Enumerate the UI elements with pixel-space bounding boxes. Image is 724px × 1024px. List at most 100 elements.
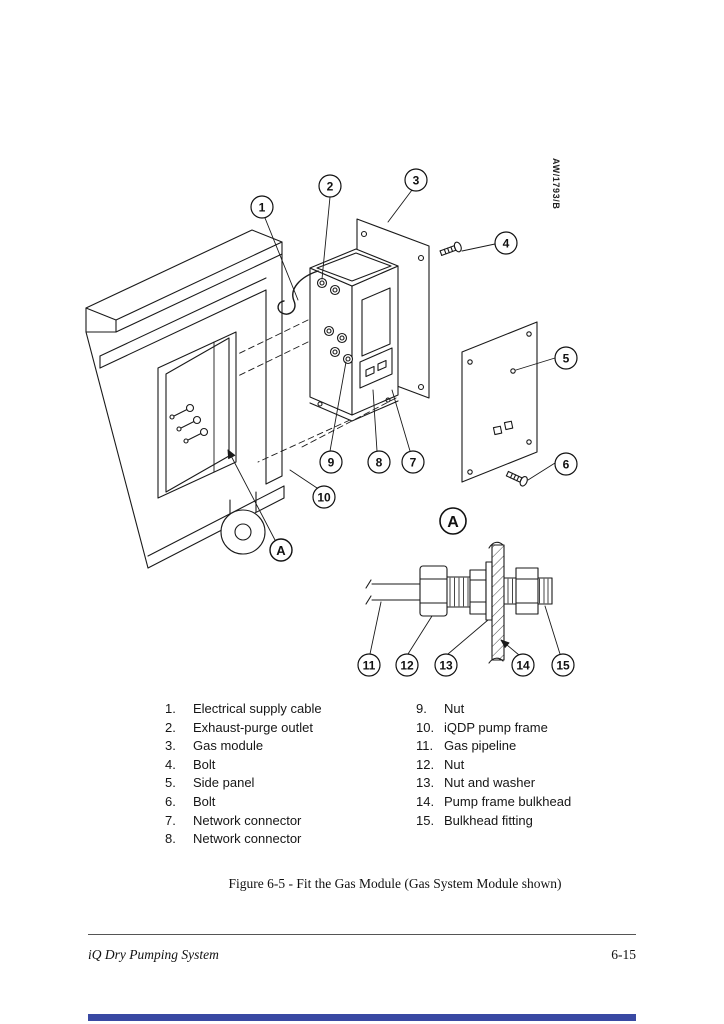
detail-marker-a-view: A xyxy=(439,507,467,535)
callout-balloons: 1 2 3 4 5 6 7 8 9 10 11 12 13 14 15 A A xyxy=(250,168,578,677)
svg-text:11: 11 xyxy=(363,659,376,673)
part-label: Nut and washer xyxy=(444,775,536,791)
bolt-4-icon xyxy=(439,241,462,256)
part-number: 10. xyxy=(416,719,435,735)
callout-3: 3 xyxy=(404,168,428,192)
footer-page-number: 6-15 xyxy=(611,947,636,962)
part-number: 11. xyxy=(416,738,434,754)
drawing-reference: AW/1793/B xyxy=(551,158,561,210)
part-label: Bolt xyxy=(193,793,216,809)
part-item-13: 13. Nut and washer xyxy=(416,774,571,793)
svg-text:2: 2 xyxy=(327,180,334,194)
svg-text:12: 12 xyxy=(400,659,414,673)
part-item-2: 2. Exhaust-purge outlet xyxy=(165,719,322,738)
part-label: Side panel xyxy=(193,775,255,791)
part-number: 5. xyxy=(165,775,176,791)
footer-rule xyxy=(88,934,636,935)
svg-text:10: 10 xyxy=(317,491,331,505)
part-item-8: 8. Network connector xyxy=(165,830,322,849)
part-number: 3. xyxy=(165,738,176,754)
part-number: 6. xyxy=(165,793,176,809)
part-label: Network connector xyxy=(193,831,302,847)
callout-7: 7 xyxy=(401,450,425,474)
gas-connectors xyxy=(323,325,354,365)
svg-text:13: 13 xyxy=(439,659,453,673)
side-panel xyxy=(461,321,538,483)
leader-lines xyxy=(227,189,561,656)
svg-text:15: 15 xyxy=(556,659,570,673)
callout-1: 1 xyxy=(250,195,274,219)
part-label: Nut xyxy=(444,756,465,772)
part-label: Bulkhead fitting xyxy=(444,812,533,828)
bulkhead-fitting-15 xyxy=(515,567,539,615)
frame-pipe-fittings xyxy=(169,403,209,444)
part-label: Nut xyxy=(444,701,465,716)
part-label: iQDP pump frame xyxy=(444,719,548,735)
svg-text:8: 8 xyxy=(376,456,383,470)
part-item-1: 1. Electrical supply cable xyxy=(165,700,322,719)
callout-8: 8 xyxy=(367,450,391,474)
part-label: Gas module xyxy=(193,738,264,754)
part-number: 9. xyxy=(416,701,427,716)
part-label: Electrical supply cable xyxy=(193,701,322,716)
supply-cable xyxy=(277,270,319,315)
callout-15: 15 xyxy=(551,653,575,677)
svg-text:A: A xyxy=(447,514,459,531)
part-item-9: 9. Nut xyxy=(416,700,571,719)
part-label: Exhaust-purge outlet xyxy=(193,719,313,735)
nut-12 xyxy=(419,565,448,617)
svg-text:5: 5 xyxy=(563,352,570,366)
detail-a-arrow xyxy=(227,449,276,541)
svg-text:6: 6 xyxy=(563,458,570,472)
network-connector-bracket xyxy=(359,347,393,389)
part-item-15: 15.Bulkhead fitting xyxy=(416,812,571,831)
svg-text:9: 9 xyxy=(328,456,335,470)
washer-13 xyxy=(485,561,493,621)
exhaust-purge-outlet xyxy=(316,277,341,296)
gas-module xyxy=(309,248,399,422)
callout-4: 4 xyxy=(494,231,518,255)
assembly-dashed-lines xyxy=(237,319,397,463)
part-number: 1. xyxy=(165,701,176,716)
part-item-7: 7.Network connector xyxy=(165,812,322,831)
pump-frame xyxy=(85,229,285,569)
part-label: Network connector xyxy=(193,812,302,828)
nut-13 xyxy=(469,569,487,615)
bolt-6-icon xyxy=(505,470,528,487)
caster-wheel xyxy=(220,491,266,555)
part-item-5: 5. Side panel xyxy=(165,774,322,793)
part-item-11: 11. Gas pipeline xyxy=(416,737,571,756)
callout-2: 2 xyxy=(318,174,342,198)
detail-marker-a-frame: A xyxy=(269,538,293,562)
part-number: 4. xyxy=(165,756,176,772)
callout-9: 9 xyxy=(319,450,343,474)
svg-text:7: 7 xyxy=(410,456,417,470)
parts-list-left: 1. Electrical supply cable 2. Exhaust-purg… xyxy=(165,700,322,849)
parts-list-right: 9. Nut 10. iQDP pump frame 11. Gas pipeline… xyxy=(416,700,571,830)
callout-10: 10 xyxy=(312,485,336,509)
figure-caption: Figure 6-5 - Fit the Gas Module (Gas Sys… xyxy=(228,876,562,891)
part-number: 2. xyxy=(165,719,176,735)
callout-13: 13 xyxy=(434,653,458,677)
part-label: Pump frame bulkhead xyxy=(444,793,572,809)
detail-a-assembly xyxy=(365,541,553,664)
part-item-10: 10. iQDP pump frame xyxy=(416,719,571,738)
part-item-3: 3. Gas module xyxy=(165,737,322,756)
svg-text:A: A xyxy=(276,543,286,558)
callout-14: 14 xyxy=(511,653,535,677)
callout-6: 6 xyxy=(554,452,578,476)
svg-text:14: 14 xyxy=(516,659,530,673)
footer-document-title: iQ Dry Pumping System xyxy=(88,947,219,962)
svg-text:3: 3 xyxy=(413,174,420,188)
part-label: Gas pipeline xyxy=(444,738,517,754)
part-number: 14. xyxy=(416,793,435,809)
callout-12: 12 xyxy=(395,653,419,677)
part-item-6: 6. Bolt xyxy=(165,793,322,812)
callout-5: 5 xyxy=(554,346,578,370)
part-number: 8. xyxy=(165,831,176,847)
part-number: 13. xyxy=(416,775,435,791)
part-number: 12. xyxy=(416,756,435,772)
svg-text:4: 4 xyxy=(503,237,510,251)
